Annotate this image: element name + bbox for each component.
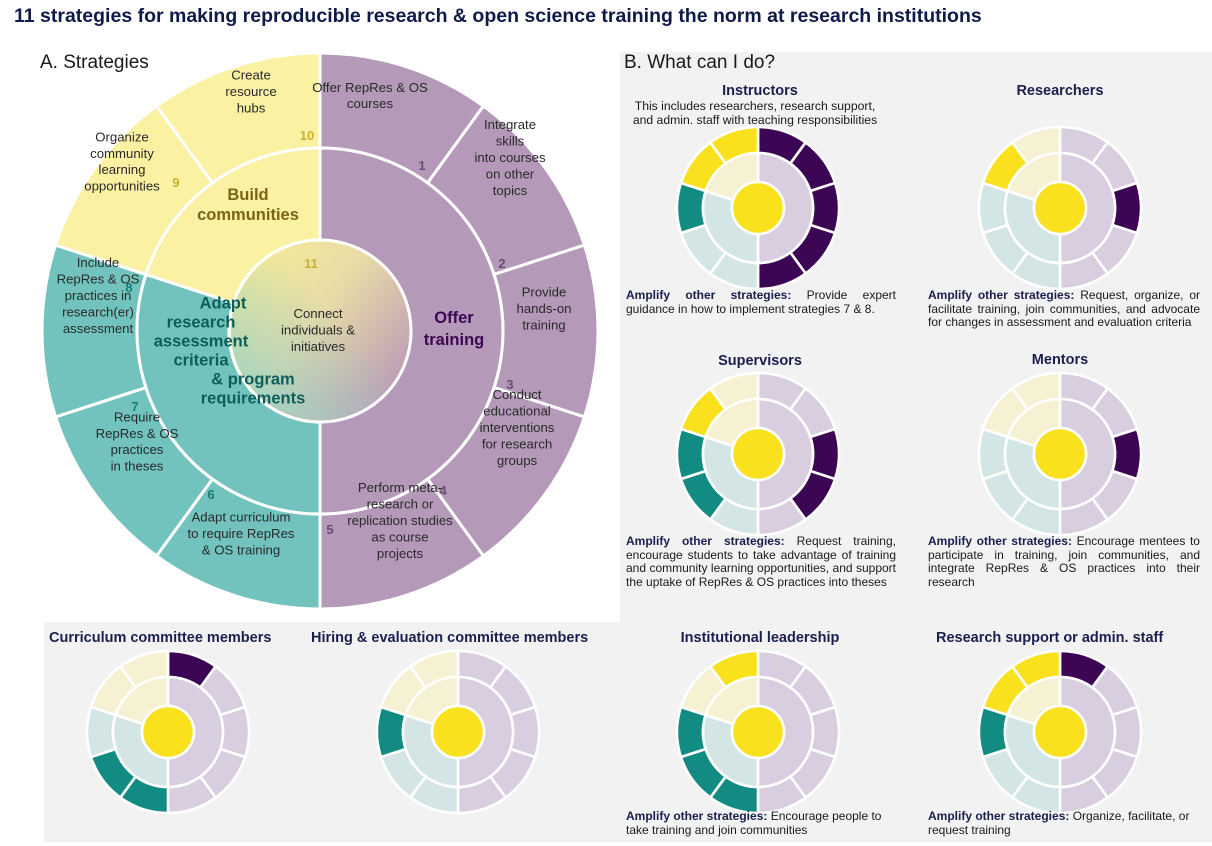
mentors-center — [1032, 426, 1088, 482]
role-wheel-support — [977, 649, 1143, 815]
role-description-instructors: This includes researchers, research supp… — [632, 99, 878, 127]
leadership-center — [730, 704, 786, 760]
supervisors-center — [730, 426, 786, 482]
amplify-instructors: Amplify other strategies: Provide expert… — [626, 288, 896, 316]
strategy-number-3: 3 — [506, 377, 513, 392]
strategy-number-5: 5 — [326, 522, 333, 537]
role-title-mentors: Mentors — [1031, 352, 1089, 368]
researchers-center — [1032, 180, 1088, 236]
amplify-support: Amplify other strategies: Organize, faci… — [928, 809, 1190, 837]
support-center — [1032, 704, 1088, 760]
section-a-title: A. Strategies — [40, 52, 149, 73]
role-wheel-instructors — [675, 125, 841, 291]
role-wheel-leadership — [675, 649, 841, 815]
amplify-researchers: Amplify other strategies: Request, organ… — [928, 288, 1200, 330]
role-title-supervisors: Supervisors — [718, 353, 802, 369]
role-title-instructors: Instructors — [722, 83, 798, 99]
center-circle-overlay — [231, 242, 409, 420]
strategy-number-4: 4 — [439, 483, 447, 498]
role-title-leadership: Institutional leadership — [680, 630, 840, 646]
curriculum-center — [140, 704, 196, 760]
role-wheel-mentors — [977, 371, 1143, 537]
amplify-mentors: Amplify other strategies: Encourage ment… — [928, 534, 1200, 589]
amplify-supervisors: Amplify other strategies: Request traini… — [626, 534, 896, 589]
strategy-number-9: 9 — [172, 175, 179, 190]
role-title-support: Research support or admin. staff — [936, 630, 1164, 646]
section-b-title: B. What can I do? — [624, 52, 776, 73]
strategy-number-6: 6 — [207, 487, 214, 502]
strategy-number-7: 7 — [131, 399, 138, 414]
role-title-researchers: Researchers — [1016, 83, 1104, 99]
role-wheel-researchers — [977, 125, 1143, 291]
page-title: 11 strategies for making reproducible re… — [14, 5, 982, 27]
role-wheel-hiring — [375, 649, 541, 815]
role-wheel-supervisors — [675, 371, 841, 537]
strategy-number-1: 1 — [418, 158, 425, 173]
role-wheel-curriculum — [85, 649, 251, 815]
role-title-curriculum: Curriculum committee members — [49, 630, 272, 646]
amplify-leadership: Amplify other strategies: Encourage peop… — [626, 809, 882, 837]
strategy-number-2: 2 — [498, 256, 505, 271]
strategy-number-10: 10 — [300, 128, 314, 143]
role-title-hiring: Hiring & evaluation committee members — [311, 630, 589, 646]
strategy-number-8: 8 — [125, 280, 132, 295]
hiring-center — [430, 704, 486, 760]
center-number: 11 — [304, 256, 318, 271]
instructors-center — [730, 180, 786, 236]
